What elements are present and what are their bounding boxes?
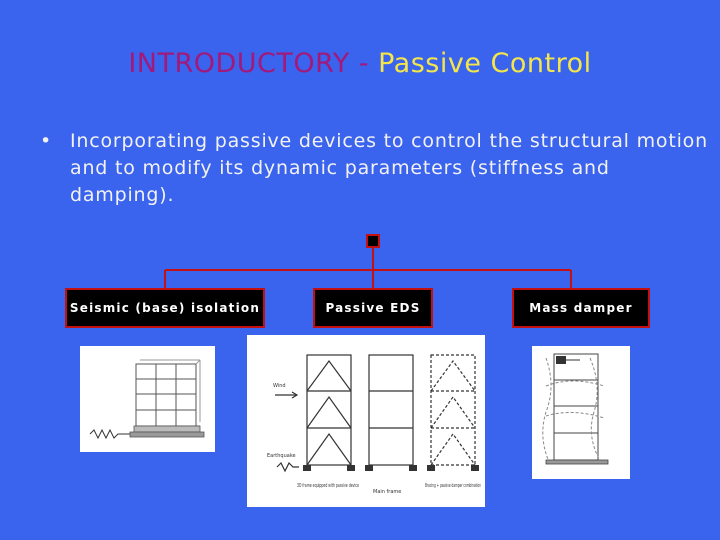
wind-label: Wind xyxy=(273,383,286,389)
title-topic: Passive Control xyxy=(378,48,592,79)
bullet-marker: • xyxy=(40,130,53,152)
caption-left: 3D frame equipped with passive device xyxy=(297,483,359,489)
bullet-text: Incorporating passive devices to control… xyxy=(70,130,708,206)
caption-right: Bracing + passive damper combination xyxy=(425,483,481,489)
passive-eds-figure: Wind Earthquake 3D frame equipped with p… xyxy=(247,335,485,507)
root-node xyxy=(366,234,380,248)
box-passive-eds: Passive EDS xyxy=(313,288,433,328)
base-isolation-figure xyxy=(80,346,215,452)
title-separator: - xyxy=(349,48,379,79)
title-intro: INTRODUCTORY xyxy=(128,48,350,79)
caption-mid: Main frame xyxy=(373,489,401,495)
earthquake-label: Earthquake xyxy=(267,453,296,459)
slide-title: INTRODUCTORY - Passive Control xyxy=(0,48,720,79)
box-seismic-isolation: Seismic (base) isolation xyxy=(65,288,265,328)
box-mass-damper: Mass damper xyxy=(512,288,650,328)
mass-damper-figure xyxy=(532,346,630,479)
